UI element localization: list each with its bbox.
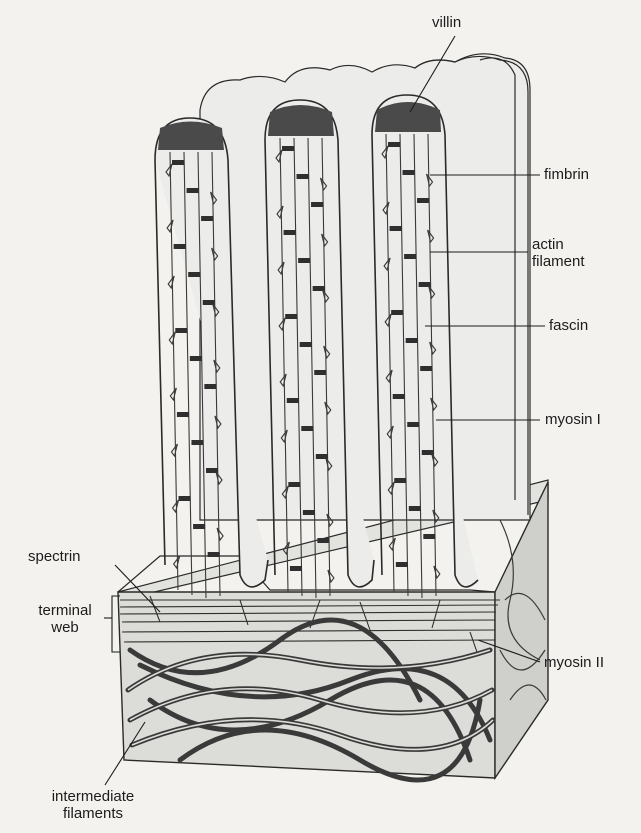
myosin-i-arm (217, 528, 223, 540)
fascin-bar (188, 272, 200, 277)
label-actin-filament-line-1: actin (532, 236, 585, 253)
fascin-bar (423, 534, 435, 539)
myosin-i-arm (328, 570, 334, 582)
fascin-bar (193, 524, 205, 529)
myosin-i-arm (174, 556, 180, 568)
fascin-bar (285, 314, 297, 319)
label-myosin-i: myosin I (545, 411, 601, 428)
fascin-bar (174, 244, 186, 249)
fascin-bar (407, 422, 419, 427)
myosin-i-arm (167, 220, 173, 232)
label-fascin: fascin (549, 317, 588, 334)
fascin-bar (201, 216, 213, 221)
fascin-bar (409, 506, 421, 511)
fascin-bar (179, 496, 191, 501)
fascin-bar (303, 510, 315, 515)
fascin-bar (311, 202, 323, 207)
fascin-bar (282, 146, 294, 151)
rear-villi (200, 54, 530, 520)
label-actin-filament: actin filament (532, 236, 585, 270)
fascin-bar (187, 188, 199, 193)
fascin-bar (284, 230, 296, 235)
label-terminal-web-line-2: web (28, 619, 102, 636)
myosin-i-arm (171, 444, 177, 456)
fascin-bar (172, 160, 184, 165)
fascin-bar (317, 538, 329, 543)
myosin-i-arm (434, 566, 440, 578)
fascin-bar (300, 342, 312, 347)
label-terminal-web-line-1: terminal (28, 602, 102, 619)
fascin-bar (390, 226, 402, 231)
myosin-i-arm (170, 388, 176, 400)
label-terminal-web: terminal web (28, 602, 102, 636)
fascin-bar (388, 142, 400, 147)
fascin-bar (403, 170, 415, 175)
fascin-bar (290, 566, 302, 571)
fascin-bar (314, 370, 326, 375)
label-intermediate-filaments-line-1: intermediate (38, 788, 148, 805)
fascin-bar (406, 338, 418, 343)
fascin-bar (391, 310, 403, 315)
label-actin-filament-line-2: filament (532, 253, 585, 270)
label-intermediate-filaments: intermediate filaments (38, 788, 148, 822)
fascin-bar (298, 258, 310, 263)
fascin-bar (191, 440, 203, 445)
label-myosin-ii: myosin II (544, 654, 604, 671)
myosin-i-arm (389, 538, 395, 550)
fascin-bar (287, 398, 299, 403)
fascin-bar (417, 198, 429, 203)
fascin-bar (175, 328, 187, 333)
fascin-bar (394, 478, 406, 483)
myosin-i-arm (173, 500, 179, 512)
label-intermediate-filaments-line-2: filaments (38, 805, 148, 822)
fascin-bar (177, 412, 189, 417)
fascin-bar (404, 254, 416, 259)
myosin-i-arm (168, 276, 174, 288)
fascin-bar (208, 552, 220, 557)
label-spectrin: spectrin (28, 548, 81, 565)
fascin-bar (393, 394, 405, 399)
fascin-bar (190, 356, 202, 361)
fascin-bar (301, 426, 313, 431)
fascin-bar (420, 366, 432, 371)
label-fimbrin: fimbrin (544, 166, 589, 183)
fascin-bar (288, 482, 300, 487)
label-villin: villin (432, 14, 461, 31)
myosin-i-arm (169, 332, 175, 344)
fascin-bar (297, 174, 309, 179)
fascin-bar (204, 384, 216, 389)
fascin-bar (396, 562, 408, 567)
